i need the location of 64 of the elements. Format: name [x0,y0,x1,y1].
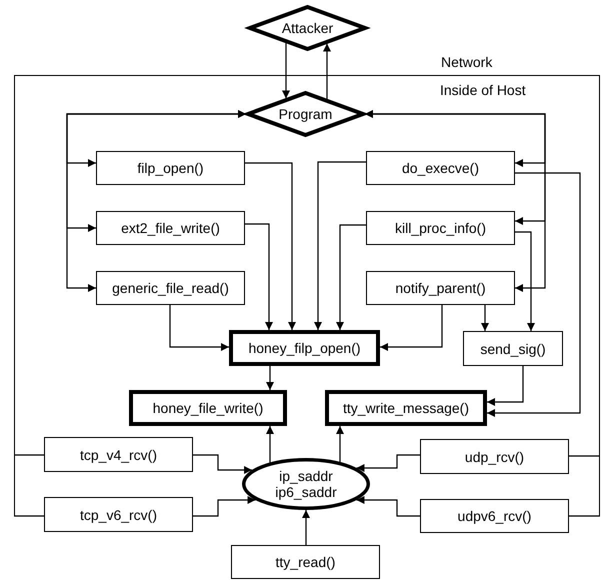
node-label: send_sig() [480,340,546,356]
arrow [193,454,252,474]
function-box [96,271,245,305]
node-label: filp_open() [137,160,204,176]
function-box [463,331,563,366]
arrow [266,366,274,390]
arrow [282,42,290,99]
arrow [169,305,229,351]
node-label: honey_file_write() [152,400,264,416]
arrow [336,224,366,330]
function-box [96,151,245,185]
connector-line [14,454,44,456]
arrow [323,43,331,100]
function-box [44,437,193,472]
function-box [366,151,515,185]
region-heading: Inside of Host [440,82,526,98]
node-label: tcp_v6_rcv() [80,506,158,522]
region-label: Network [441,54,492,70]
hook-function-box [129,390,287,426]
hook-function-box [325,390,487,426]
arrow [193,496,256,517]
function-box [231,545,380,579]
node-label: generic_file_read() [112,280,229,296]
node-label: ip_saddr ip6_saddr [274,468,338,500]
arrow [356,454,420,472]
connector-line [569,515,600,517]
arrow [481,305,489,331]
arrow [365,110,546,292]
arrow [487,172,581,417]
arrow [380,305,443,351]
node-label: tcp_v4_rcv() [80,446,158,462]
function-box [44,497,193,532]
node-label: Program [278,106,332,122]
node-label: notify_parent() [395,280,486,296]
function-box [420,439,569,474]
function-box [366,271,515,305]
node-label: tty_read() [276,554,336,570]
connector-line [569,455,600,457]
host-region [14,75,600,535]
arrow [336,426,344,462]
node-label: do_execve() [402,160,480,176]
arrow [515,231,535,331]
arrow [245,162,296,330]
node-label: tty_write_message() [342,400,470,416]
arrow [66,110,246,292]
hook-function-box [229,330,380,366]
arrow [356,496,420,517]
arrow [487,366,524,406]
node-label: Attacker [282,20,334,36]
arrow [245,223,273,330]
node-label: honey_filp_open() [248,340,361,356]
connector-line [14,515,44,517]
function-box [96,211,245,245]
node-label: udpv6_rcv() [458,508,532,524]
address-ellipse [242,458,370,510]
diamond-node [246,91,365,137]
node-label: kill_proc_info() [394,220,486,236]
function-box [420,499,569,533]
arrow [266,426,274,462]
arrow [314,161,366,330]
node-label: ext2_file_write() [121,220,220,236]
node-label: udp_rcv() [464,448,524,464]
arrow [302,510,310,545]
function-box [366,211,515,245]
